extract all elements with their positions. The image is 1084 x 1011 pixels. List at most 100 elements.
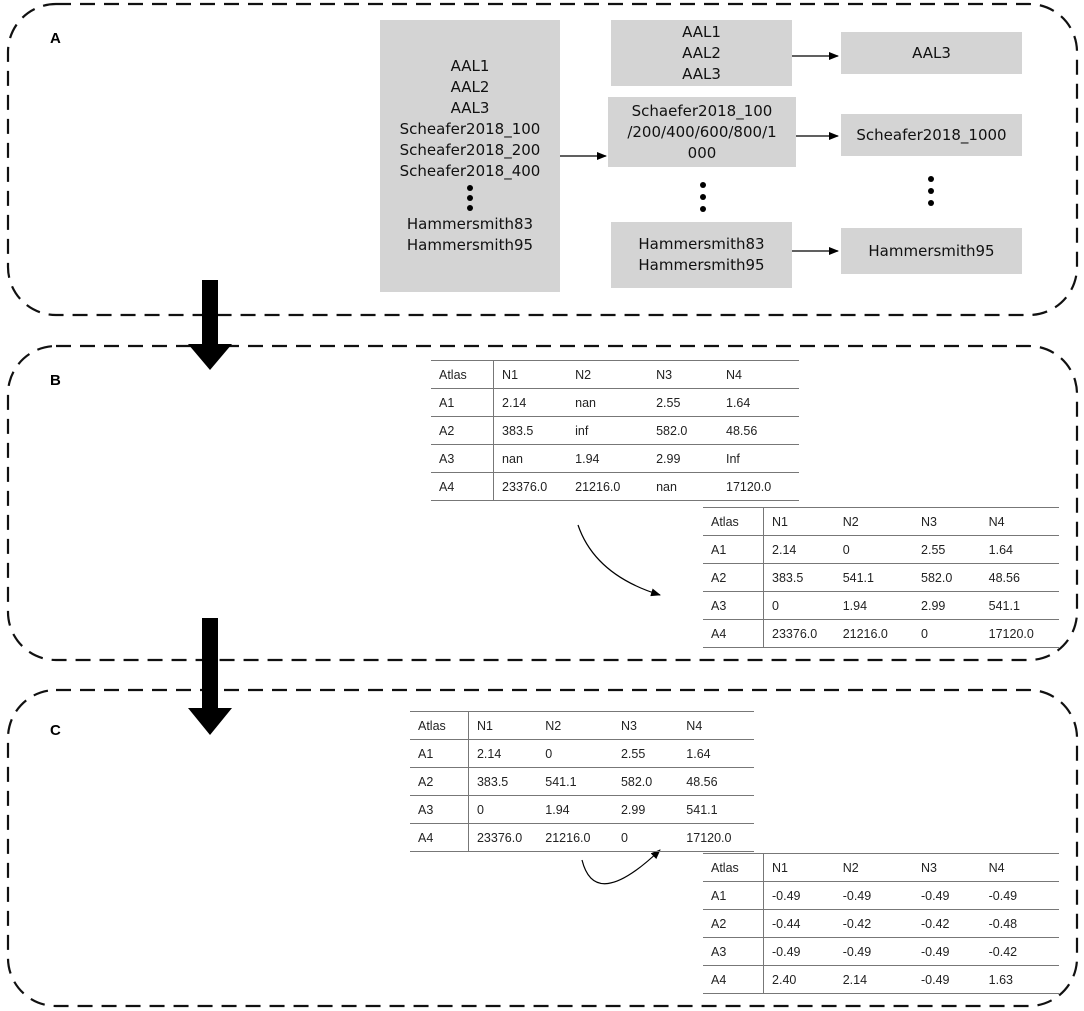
curved-arrow-c-drawn-final bbox=[582, 852, 661, 891]
curved-arrow-c-arrow bbox=[582, 850, 660, 887]
table-header-cell: N4 bbox=[980, 853, 1059, 882]
atlas-input-line: Scheafer2018_100 bbox=[399, 120, 541, 138]
table-cell: 21216.0 bbox=[567, 472, 649, 501]
atlas-result-label: Scheafer2018_1000 bbox=[856, 125, 1007, 144]
curved-arrow-c-visible-real-final bbox=[582, 851, 661, 890]
curved-arrow-b bbox=[577, 524, 661, 597]
table-row: A3-0.49-0.49-0.49-0.42 bbox=[703, 937, 1059, 966]
curved-arrow-c-stroke bbox=[582, 852, 662, 890]
table-cell: 2.14 bbox=[834, 965, 914, 994]
curved-arrow-c-visible-true bbox=[583, 852, 661, 890]
curved-arrow-c-visible-complete bbox=[582, 848, 660, 890]
atlas-result-box: Scheafer2018_1000 bbox=[841, 114, 1022, 156]
atlas-input-box: AAL1 AAL2 AAL3 Scheafer2018_100 Scheafer… bbox=[380, 20, 560, 292]
table-cell: 383.5 bbox=[468, 767, 538, 796]
table-cell: -0.49 bbox=[834, 881, 914, 910]
table-cell: 0 bbox=[537, 739, 613, 768]
panel-label-a: A bbox=[50, 30, 61, 47]
table-cell: nan bbox=[567, 388, 649, 417]
panel-label-c: C bbox=[50, 722, 61, 739]
curved-arrow-c-line-visible bbox=[582, 852, 660, 890]
curved-arrow-c-visible-drawn bbox=[582, 852, 661, 887]
atlas-group-line: AAL1 bbox=[682, 22, 721, 41]
curved-arrow-c-line bbox=[582, 852, 662, 887]
table-cell: A4 bbox=[431, 472, 495, 501]
table-cell: 17120.0 bbox=[718, 472, 799, 501]
table-cell: 2.40 bbox=[763, 965, 835, 994]
table-cell: 1.64 bbox=[678, 739, 754, 768]
atlas-result-label: AAL3 bbox=[912, 43, 951, 62]
table-header-cell: N2 bbox=[537, 711, 613, 740]
table-cell: 383.5 bbox=[763, 563, 835, 592]
down-arrow-a-b bbox=[188, 280, 232, 370]
table-cell: A2 bbox=[703, 563, 765, 592]
table-cell: -0.49 bbox=[913, 937, 981, 966]
table-cell: 21216.0 bbox=[537, 823, 613, 852]
table-cell: 582.0 bbox=[612, 767, 679, 796]
table-cell: 2.99 bbox=[612, 795, 679, 824]
table-cell: 2.14 bbox=[763, 535, 835, 564]
table-cell: 1.94 bbox=[537, 795, 613, 824]
table-cell: 541.1 bbox=[980, 591, 1059, 620]
table-header-cell: N2 bbox=[834, 853, 914, 882]
curved-arrow-c bbox=[581, 849, 661, 885]
curved-arrow-c-display bbox=[583, 852, 661, 890]
table-cell: 2.55 bbox=[612, 739, 679, 768]
table-header-cell: Atlas bbox=[703, 507, 765, 536]
curved-arrow-c-penultimate bbox=[582, 852, 660, 889]
table-cell: -0.42 bbox=[980, 937, 1059, 966]
table-cell: A3 bbox=[703, 937, 765, 966]
table-cell: 2.55 bbox=[648, 388, 718, 417]
table-header-cell: Atlas bbox=[410, 711, 469, 740]
table-cell: 23376.0 bbox=[493, 472, 568, 501]
table-header-cell: Atlas bbox=[703, 853, 765, 882]
ellipsis-dots-icon bbox=[928, 176, 934, 206]
curved-arrow-c-visible-curve bbox=[582, 852, 662, 888]
table-cell: -0.49 bbox=[980, 881, 1059, 910]
table-cell: 2.55 bbox=[913, 535, 981, 564]
curved-arrow-c-picked bbox=[582, 851, 660, 889]
curved-arrow-c-visible-use bbox=[582, 852, 662, 891]
table-cell: 383.5 bbox=[493, 416, 568, 445]
curved-arrow-c-visible-final bbox=[582, 852, 662, 891]
table-cell: -0.49 bbox=[913, 965, 981, 994]
table-header-cell: N1 bbox=[468, 711, 538, 740]
table-cell: 1.64 bbox=[718, 388, 799, 417]
panel-a-frame bbox=[6, 2, 1079, 317]
curved-arrow-c-stroke-visible bbox=[582, 852, 660, 891]
table-cell: -0.49 bbox=[913, 881, 981, 910]
table-header-cell: N2 bbox=[834, 507, 914, 536]
curved-arrow-c-ultimate bbox=[582, 852, 662, 893]
table-cell: nan bbox=[493, 444, 568, 473]
atlas-group-line: 000 bbox=[687, 143, 717, 162]
curved-arrow-c-visible-path bbox=[582, 852, 660, 893]
table-cell: 0 bbox=[468, 795, 538, 824]
curved-arrow-c-actual bbox=[582, 852, 660, 891]
curved-arrow-c-active bbox=[582, 851, 661, 888]
panel-label-b: B bbox=[50, 372, 61, 389]
table-cell: A3 bbox=[703, 591, 765, 620]
panel-b-frame bbox=[6, 344, 1079, 662]
curved-arrow-c-visible-done bbox=[582, 849, 660, 890]
atlas-input-line: AAL1 bbox=[450, 57, 490, 75]
table-cell: 0 bbox=[612, 823, 679, 852]
table-cell: 0 bbox=[913, 619, 981, 648]
curved-arrow-c-visible-primary bbox=[582, 852, 662, 889]
atlas-input-line: Hammersmith95 bbox=[406, 236, 534, 254]
curved-arrow-c-chosen bbox=[582, 851, 660, 889]
curved-arrow-c-curve bbox=[582, 852, 662, 888]
atlas-result-label: Hammersmith95 bbox=[868, 241, 995, 260]
